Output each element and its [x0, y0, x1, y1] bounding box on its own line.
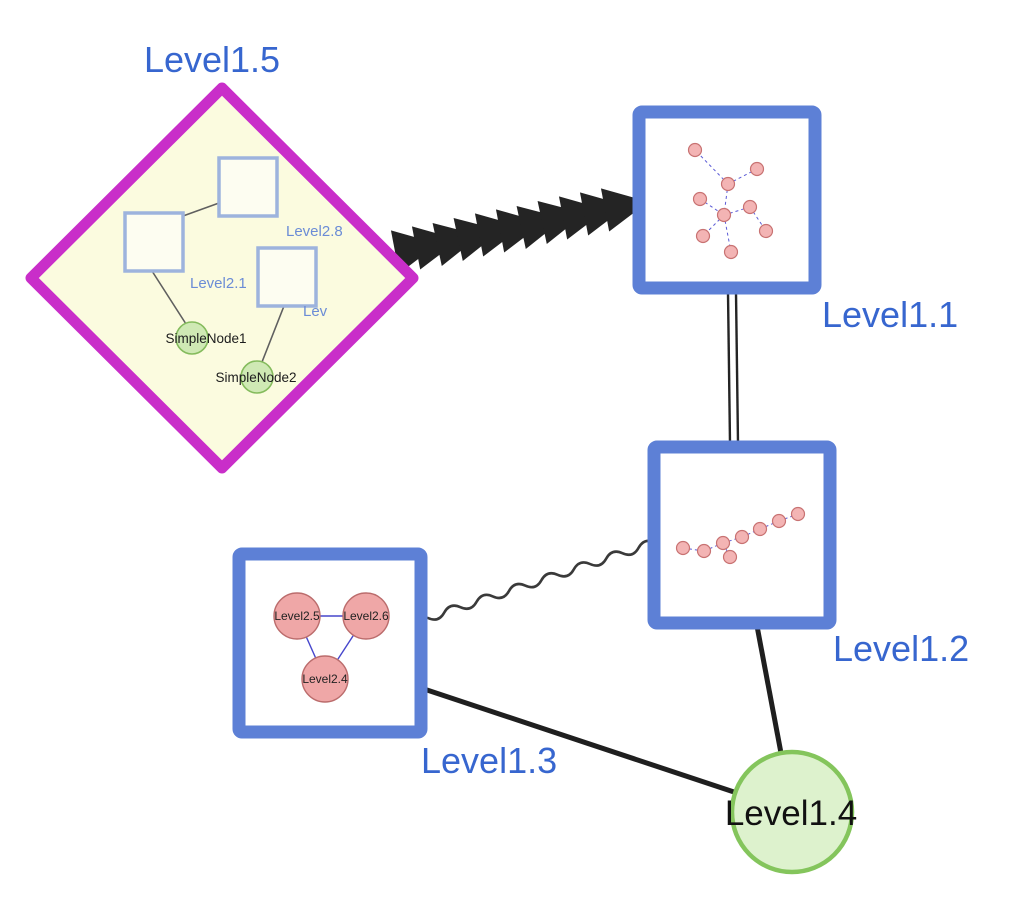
edge-level1_1-level1_2-b[interactable]: [734, 292, 740, 444]
edge-level1_1-level1_2-a[interactable]: [726, 292, 732, 444]
inner-edge-l28-l21[interactable]: [182, 202, 220, 217]
mini-node[interactable]: [696, 543, 712, 559]
edge-level1_2-level1_4[interactable]: [754, 625, 784, 754]
level2_4-label: Level2.4: [302, 672, 348, 686]
mini-node[interactable]: [695, 228, 711, 244]
level2_6-label: Level2.6: [343, 609, 389, 623]
level1_1-box[interactable]: [632, 105, 822, 295]
mini-edge[interactable]: [694, 149, 729, 185]
mini-node[interactable]: [734, 529, 750, 545]
level2_x-label: Lev: [303, 303, 328, 320]
level1_3-subgraph: Level2.5 Level2.6 Level2.4: [273, 592, 390, 703]
top-level-edges: [390, 188, 784, 796]
mini-node[interactable]: [742, 199, 758, 215]
level2_5-label: Level2.5: [274, 609, 320, 623]
node-simplenode1[interactable]: [175, 321, 209, 355]
node-level2_1[interactable]: [123, 211, 185, 273]
mini-node[interactable]: [720, 176, 736, 192]
inner-edge-l21-simple1[interactable]: [151, 270, 187, 325]
level1_5-label: Level1.5: [144, 39, 280, 80]
mini-node[interactable]: [722, 549, 738, 565]
simplenode2-label: SimpleNode2: [215, 370, 296, 385]
level1_2-label: Level1.2: [833, 628, 969, 669]
node-level2_8[interactable]: [217, 156, 279, 218]
node-level2_6[interactable]: [342, 592, 390, 640]
inner-edge-lev-simple2[interactable]: [261, 305, 285, 363]
mini-node[interactable]: [715, 535, 731, 551]
mini-node[interactable]: [687, 142, 703, 158]
level1_3-box[interactable]: [232, 547, 428, 739]
level1_1-label: Level1.1: [822, 294, 958, 335]
level1_5-subgraph: Level2.8 Level2.1 Lev SimpleNode1 Simple…: [123, 156, 343, 394]
node-level1_2: Level1.2: [647, 440, 969, 669]
mini-node[interactable]: [790, 506, 806, 522]
simplenode1-label: SimpleNode1: [165, 331, 246, 346]
mini-node[interactable]: [758, 223, 774, 239]
edge-level1_5-level1_1[interactable]: [390, 188, 649, 274]
node-level2_5[interactable]: [273, 592, 321, 640]
mini-node[interactable]: [723, 244, 739, 260]
level1_4-label: Level1.4: [725, 794, 857, 833]
level2_1-label: Level2.1: [190, 275, 247, 292]
mini-node[interactable]: [716, 207, 732, 223]
node-level2_x[interactable]: [256, 246, 318, 308]
level1_2-subgraph: [675, 506, 806, 565]
node-level1_3: Level1.3 Level2.5 Level2.6 Level2.4: [232, 547, 557, 781]
mini-node[interactable]: [771, 513, 787, 529]
level1_3-label: Level1.3: [421, 740, 557, 781]
edge-level1_3-level1_2[interactable]: [426, 539, 657, 621]
node-level1_1: Level1.1: [632, 105, 958, 335]
node-simplenode2[interactable]: [240, 360, 274, 394]
level1_5-diamond-shape[interactable]: [25, 82, 419, 474]
mini-node[interactable]: [749, 161, 765, 177]
level2_8-label: Level2.8: [286, 223, 343, 240]
level1_1-subgraph: [687, 142, 774, 260]
mini-node[interactable]: [692, 191, 708, 207]
mini-node[interactable]: [675, 540, 691, 556]
node-level1_4: Level1.4: [725, 749, 857, 875]
node-level2_4[interactable]: [301, 655, 349, 703]
mini-edge[interactable]: [723, 206, 751, 216]
node-level1_5: Level1.5 Level2.8 Level2.1 Lev SimpleNod…: [25, 39, 419, 474]
edge-level1_3-level1_4[interactable]: [420, 685, 738, 796]
level1_4-circle[interactable]: [729, 749, 855, 875]
mini-node[interactable]: [752, 521, 768, 537]
